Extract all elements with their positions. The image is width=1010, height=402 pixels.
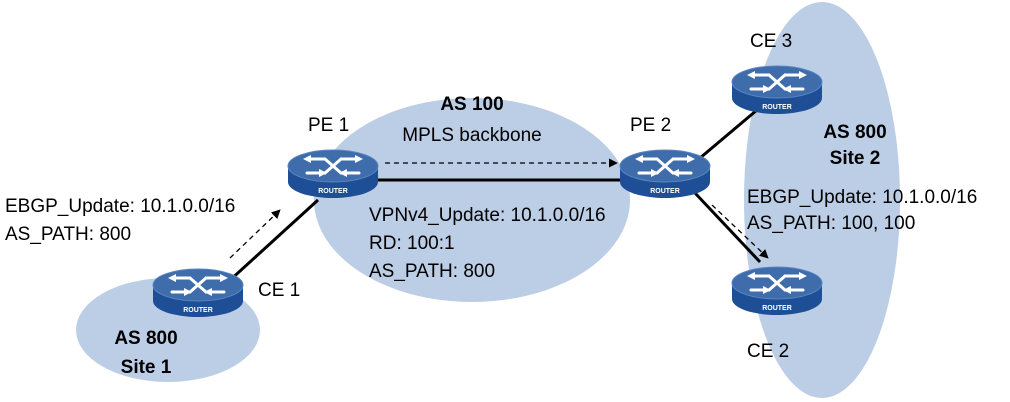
ce1-update-line2: AS_PATH: 800 [5, 224, 131, 245]
label-pe2: PE 2 [630, 115, 671, 136]
router-badge: ROUTER [318, 188, 348, 195]
backbone-desc-label: MPLS backbone [402, 125, 541, 146]
label-ce3: CE 3 [750, 31, 792, 52]
vpnv4-update-line2: RD: 100:1 [369, 233, 455, 254]
ce2-update-line1: EBGP_Update: 10.1.0.0/16 [747, 187, 977, 208]
router-ce3: ROUTER [730, 64, 824, 116]
vpnv4-update-line3: AS_PATH: 800 [369, 261, 495, 282]
site1-as-label: AS 800 [114, 328, 177, 349]
ce2-update-line2: AS_PATH: 100, 100 [747, 213, 915, 234]
link-pe2-ce3 [699, 108, 758, 160]
site2-site-label: Site 2 [830, 148, 881, 169]
router-badge: ROUTER [762, 104, 792, 111]
backbone-region [314, 98, 630, 302]
router-pe2: ROUTER [618, 148, 712, 200]
site2-as-label: AS 800 [823, 122, 886, 143]
link-pe2-ce2 [693, 191, 762, 264]
label-pe1: PE 1 [308, 115, 349, 136]
router-badge: ROUTER [762, 305, 792, 312]
router-badge: ROUTER [183, 307, 213, 314]
site1-site-label: Site 1 [121, 357, 172, 378]
label-ce1: CE 1 [258, 280, 300, 301]
link-ce1-pe1 [226, 198, 320, 284]
label-ce2: CE 2 [747, 341, 789, 362]
router-badge: ROUTER [650, 188, 680, 195]
router-ce2: ROUTER [730, 265, 824, 317]
router-pe1: ROUTER [286, 148, 380, 200]
router-ce1: ROUTER [151, 267, 245, 319]
backbone-as-label: AS 100 [440, 94, 503, 115]
arrow-ce1-to-pe1 [229, 209, 281, 259]
arrow-pe2-to-ce2 [711, 204, 769, 259]
vpnv4-update-line1: VPNv4_Update: 10.1.0.0/16 [369, 205, 606, 226]
ce1-update-line1: EBGP_Update: 10.1.0.0/16 [5, 196, 235, 217]
